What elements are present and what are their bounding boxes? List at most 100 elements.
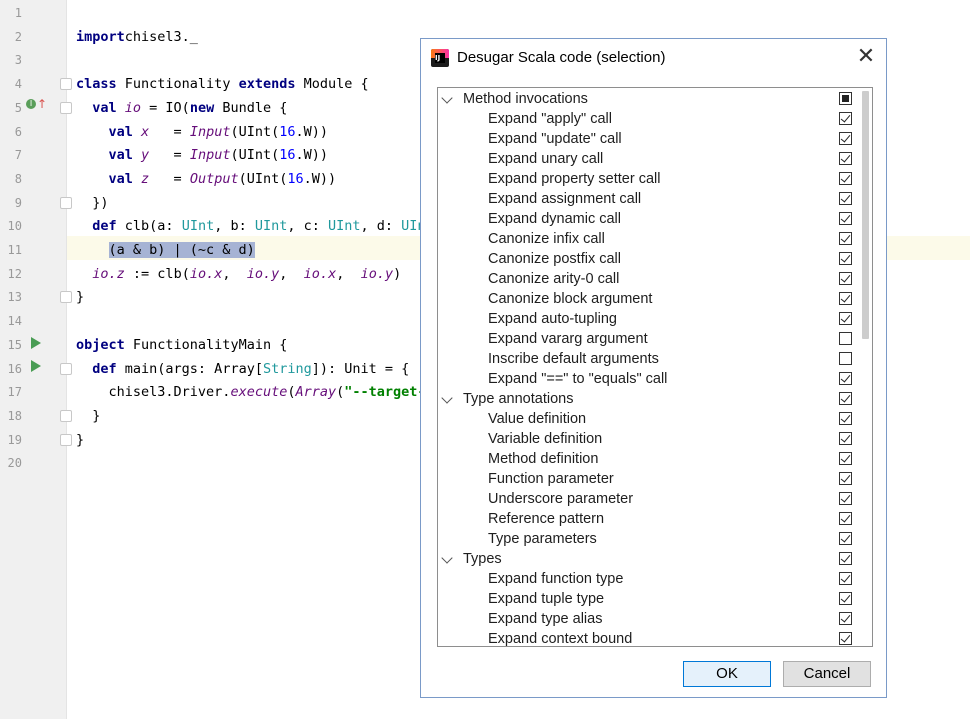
checkbox-icon[interactable]	[839, 392, 852, 405]
code-line[interactable]: val io = IO(new Bundle {	[76, 96, 287, 120]
checkbox-icon[interactable]	[839, 272, 852, 285]
tree-group[interactable]: Method invocations	[438, 89, 858, 109]
tree-item[interactable]: Canonize block argument	[438, 289, 858, 309]
line-number: 7	[14, 148, 22, 163]
dialog-titlebar[interactable]: IJ Desugar Scala code (selection) ✕	[421, 39, 886, 77]
checkbox-icon[interactable]	[839, 532, 852, 545]
tree-item[interactable]: Inscribe default arguments	[438, 349, 858, 369]
implements-icon[interactable]: I	[26, 99, 36, 109]
code-line[interactable]: }	[76, 428, 84, 452]
checkbox-icon[interactable]	[839, 132, 852, 145]
tree-item[interactable]: Expand context bound	[438, 629, 858, 646]
checkbox-icon[interactable]	[839, 232, 852, 245]
fold-icon[interactable]	[60, 101, 72, 114]
checkbox-icon[interactable]	[839, 632, 852, 645]
code-token: z	[141, 170, 150, 187]
run-icon[interactable]	[31, 360, 41, 372]
checkbox-icon[interactable]	[839, 612, 852, 625]
checkbox-icon[interactable]	[839, 572, 852, 585]
code-line[interactable]: class Functionality extends Module {	[76, 72, 369, 96]
code-line[interactable]: chisel3.Driver.execute(Array("--target-	[76, 380, 426, 404]
tree-item[interactable]: Expand auto-tupling	[438, 309, 858, 329]
code-line[interactable]: }	[76, 285, 84, 309]
fold-icon[interactable]	[60, 196, 72, 209]
fold-icon[interactable]	[60, 78, 72, 91]
fold-icon[interactable]	[60, 362, 72, 375]
scrollbar-thumb[interactable]	[862, 91, 869, 339]
checkbox-icon[interactable]	[839, 292, 852, 305]
cancel-button[interactable]: Cancel	[783, 661, 871, 687]
tree-item[interactable]: Expand unary call	[438, 149, 858, 169]
tree-item[interactable]: Reference pattern	[438, 509, 858, 529]
code-line[interactable]: val z = Output(UInt(16.W))	[76, 167, 337, 191]
checkbox-icon[interactable]	[839, 312, 852, 325]
checkbox-icon[interactable]	[839, 452, 852, 465]
tree-item[interactable]: Function parameter	[438, 469, 858, 489]
checkbox-icon[interactable]	[839, 92, 852, 105]
checkbox-icon[interactable]	[839, 492, 852, 505]
tree-item[interactable]: Canonize postfix call	[438, 249, 858, 269]
checkbox-icon[interactable]	[839, 552, 852, 565]
chevron-down-icon[interactable]	[441, 552, 453, 564]
code-line[interactable]: val x = Input(UInt(16.W))	[76, 120, 329, 144]
tree-item[interactable]: Underscore parameter	[438, 489, 858, 509]
run-icon[interactable]	[31, 337, 41, 349]
code-line[interactable]: def clb(a: UInt, b: UInt, c: UInt, d: UI…	[76, 214, 425, 238]
tree-item[interactable]: Value definition	[438, 409, 858, 429]
checkbox-icon[interactable]	[839, 372, 852, 385]
checkbox-icon[interactable]	[839, 432, 852, 445]
tree-item-label: Canonize arity-0 call	[488, 271, 620, 287]
chevron-down-icon[interactable]	[441, 92, 453, 104]
code-line[interactable]: object FunctionalityMain {	[76, 333, 287, 357]
tree-item[interactable]: Type parameters	[438, 529, 858, 549]
tree-item[interactable]: Expand property setter call	[438, 169, 858, 189]
code-token: FunctionalityMain {	[132, 336, 288, 353]
tree-item[interactable]: Variable definition	[438, 429, 858, 449]
checkbox-icon[interactable]	[839, 332, 852, 345]
tree-item[interactable]: Expand "apply" call	[438, 109, 858, 129]
tree-item[interactable]: Expand dynamic call	[438, 209, 858, 229]
tree-item[interactable]: Canonize arity-0 call	[438, 269, 858, 289]
checkbox-icon[interactable]	[839, 472, 852, 485]
tree-item[interactable]: Expand vararg argument	[438, 329, 858, 349]
checkbox-icon[interactable]	[839, 412, 852, 425]
code-token: (UInt(	[230, 147, 280, 164]
tree-group[interactable]: Type annotations	[438, 389, 858, 409]
fold-icon[interactable]	[60, 433, 72, 446]
code-line[interactable]: (a & b) | (~c & d)	[76, 238, 255, 262]
chevron-down-icon[interactable]	[441, 392, 453, 404]
code-line[interactable]: io.z := clb(io.x, io.y, io.x, io.y)	[76, 262, 401, 286]
ok-button[interactable]: OK	[683, 661, 771, 687]
tree-item[interactable]: Expand tuple type	[438, 589, 858, 609]
code-line[interactable]: })	[76, 191, 108, 215]
checkbox-icon[interactable]	[839, 112, 852, 125]
checkbox-icon[interactable]	[839, 192, 852, 205]
checkbox-icon[interactable]	[839, 592, 852, 605]
tree-item[interactable]: Expand assignment call	[438, 189, 858, 209]
tree-item[interactable]: Expand function type	[438, 569, 858, 589]
code-token: 16	[279, 123, 296, 140]
close-icon[interactable]: ✕	[856, 44, 876, 69]
tree-item[interactable]: Expand type alias	[438, 609, 858, 629]
code-line[interactable]: }	[76, 404, 100, 428]
tree-group[interactable]: Types	[438, 549, 858, 569]
checkbox-icon[interactable]	[839, 212, 852, 225]
code-line[interactable]: val y = Input(UInt(16.W))	[76, 143, 329, 167]
tree-item[interactable]: Expand "update" call	[438, 129, 858, 149]
up-arrow-icon[interactable]: ↑	[37, 97, 48, 111]
checkbox-icon[interactable]	[839, 512, 852, 525]
checkbox-icon[interactable]	[839, 152, 852, 165]
fold-icon[interactable]	[60, 409, 72, 422]
checkbox-icon[interactable]	[839, 172, 852, 185]
code-token: new	[189, 99, 223, 116]
tree-item[interactable]: Expand "==" to "equals" call	[438, 369, 858, 389]
checkbox-icon[interactable]	[839, 352, 852, 365]
tree-item[interactable]: Canonize infix call	[438, 229, 858, 249]
code-line[interactable]: def main(args: Array[String]): Unit = {	[76, 357, 409, 381]
code-line[interactable]: importchisel3._	[76, 25, 198, 49]
fold-icon[interactable]	[60, 291, 72, 304]
code-token: UInt	[328, 218, 361, 235]
checkbox-icon[interactable]	[839, 252, 852, 265]
tree-item[interactable]: Method definition	[438, 449, 858, 469]
